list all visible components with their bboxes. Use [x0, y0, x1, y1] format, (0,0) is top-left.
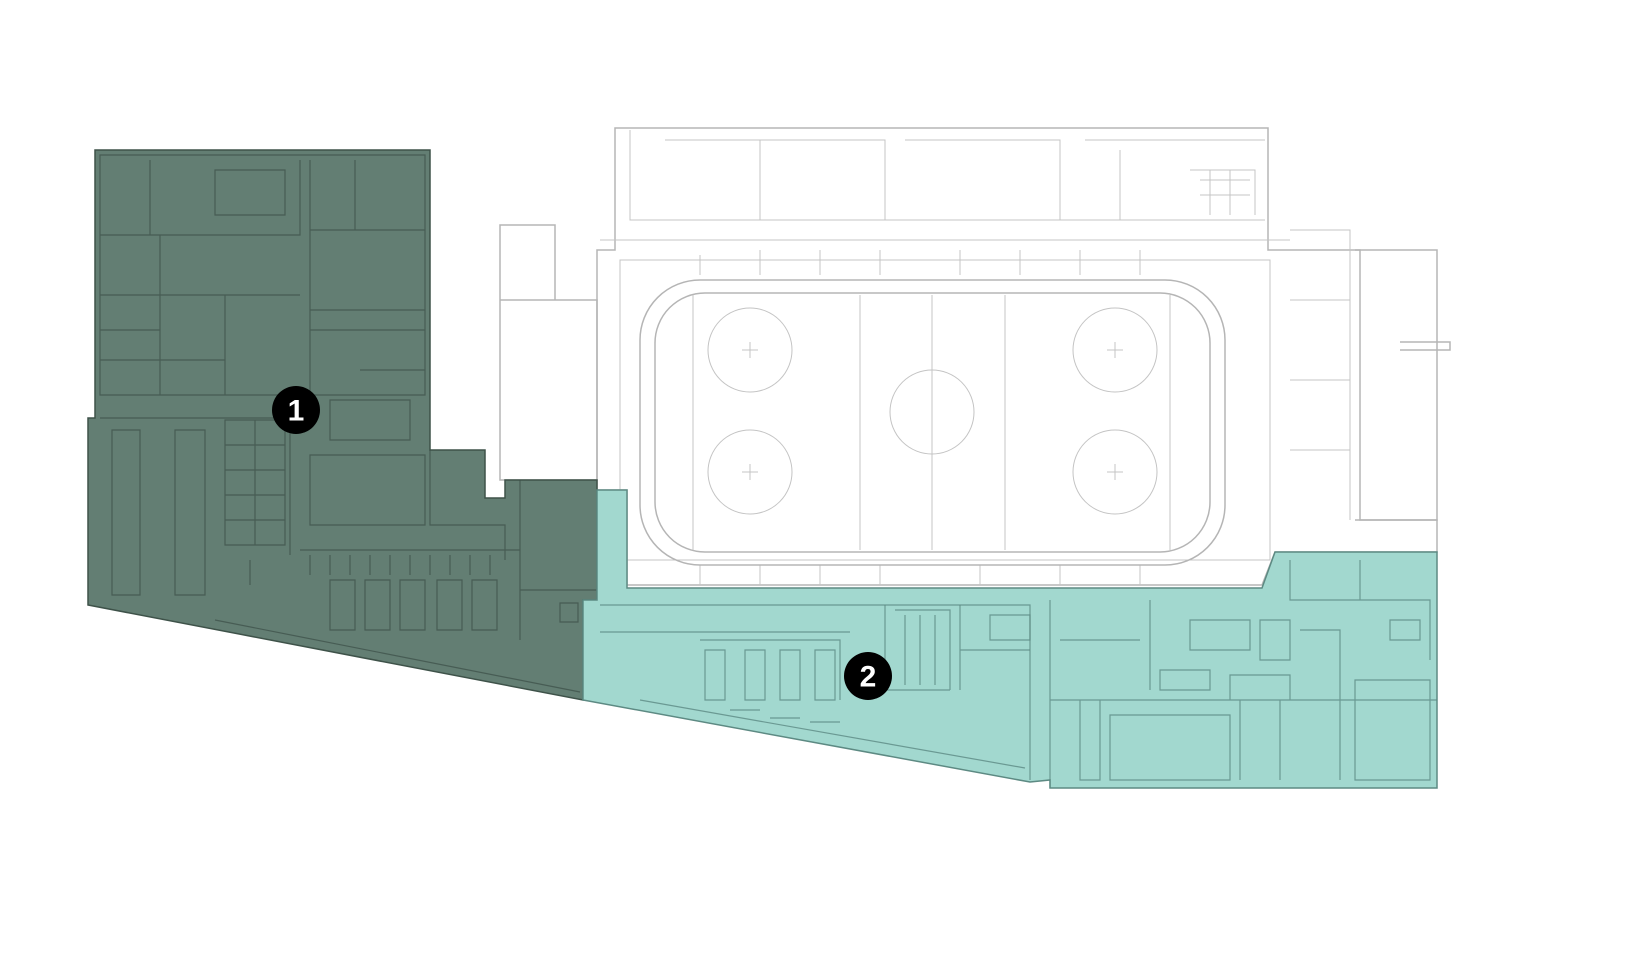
zone-1-marker-label: 1	[288, 395, 305, 428]
zone-2	[582, 489, 1438, 789]
zone-1-marker: 1	[272, 386, 320, 434]
existing-arena	[499, 127, 1451, 586]
ice-rink	[639, 279, 1226, 566]
zone-1	[87, 149, 598, 701]
zone-2-marker: 2	[844, 652, 892, 700]
zone-2-marker-label: 2	[860, 661, 877, 694]
